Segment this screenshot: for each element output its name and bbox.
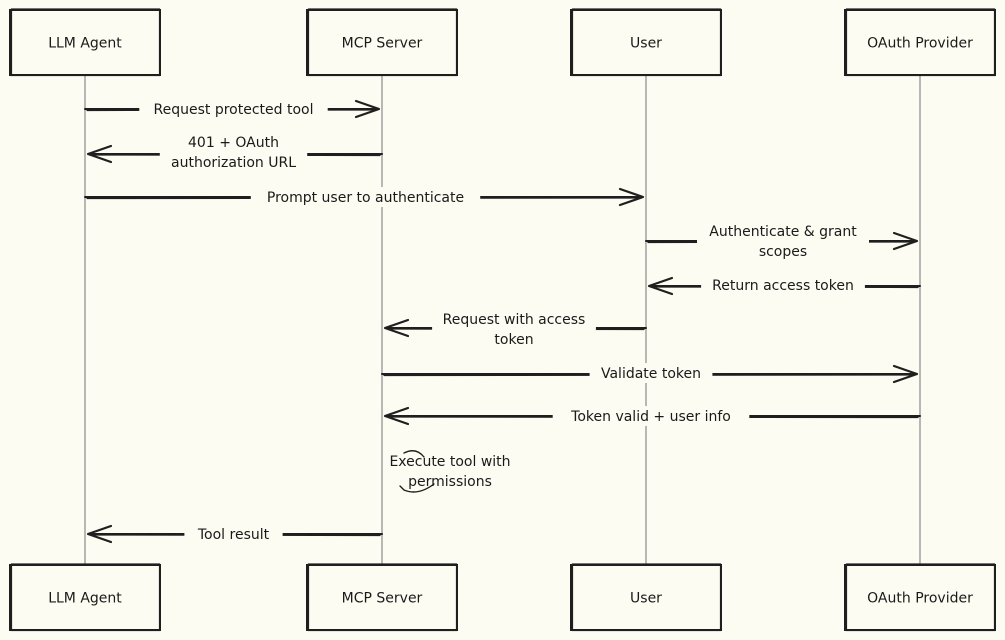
message-label: Validate token bbox=[601, 366, 701, 382]
message-label: Authenticate & grant bbox=[709, 224, 857, 240]
participant-label: MCP Server bbox=[342, 36, 423, 52]
message-6: Request with access token bbox=[383, 307, 647, 348]
label-background bbox=[432, 307, 596, 347]
arrow-head-icon bbox=[86, 524, 113, 544]
participant-label: User bbox=[630, 36, 662, 52]
participant-user-bottom: User bbox=[570, 563, 722, 632]
self-loop-bottom bbox=[399, 483, 435, 493]
message-label: scopes bbox=[759, 244, 807, 260]
participant-label: OAuth Provider bbox=[867, 36, 973, 52]
arrow-head-icon bbox=[618, 187, 645, 207]
message-label: Token valid + user info bbox=[570, 409, 731, 425]
participant-oauth-bottom: OAuth Provider bbox=[844, 563, 996, 632]
message-label: Request with access bbox=[443, 312, 586, 328]
message-10: Tool result bbox=[86, 524, 383, 544]
participant-oauth-top: OAuth Provider bbox=[844, 8, 996, 77]
message-9: Execute tool with permissions bbox=[389, 450, 511, 493]
message-7: Validate token bbox=[381, 363, 919, 384]
message-label: token bbox=[494, 332, 533, 348]
arrow-head-icon bbox=[647, 276, 674, 296]
message-label: Tool result bbox=[197, 527, 270, 543]
message-2: 401 + OAuth authorization URL bbox=[86, 130, 383, 171]
self-loop-top bbox=[403, 450, 425, 458]
label-background bbox=[184, 524, 283, 544]
label-background bbox=[697, 219, 869, 259]
message-label: Prompt user to authenticate bbox=[267, 190, 464, 206]
message-label: authorization URL bbox=[171, 155, 296, 171]
participant-mcp-bottom: MCP Server bbox=[306, 563, 458, 632]
message-label: 401 + OAuth bbox=[188, 135, 279, 151]
label-background bbox=[552, 406, 750, 426]
arrow-head-icon bbox=[86, 144, 113, 164]
message-label: Request protected tool bbox=[154, 102, 314, 118]
participant-label: LLM Agent bbox=[48, 591, 122, 607]
message-label: permissions bbox=[408, 474, 492, 490]
arrow-head-icon bbox=[354, 99, 381, 119]
message-8: Token valid + user info bbox=[383, 406, 921, 426]
participant-label: LLM Agent bbox=[48, 36, 122, 52]
label-background bbox=[701, 275, 865, 295]
arrow-head-icon bbox=[383, 318, 410, 338]
participant-agent-bottom: LLM Agent bbox=[9, 563, 161, 632]
participant-agent-top: LLM Agent bbox=[9, 8, 161, 77]
label-background bbox=[250, 187, 481, 207]
message-4: Authenticate & grant scopes bbox=[645, 219, 919, 260]
participant-label: MCP Server bbox=[342, 591, 423, 607]
arrow-head-icon bbox=[892, 364, 919, 384]
label-background bbox=[589, 363, 713, 383]
message-5: Return access token bbox=[647, 275, 921, 296]
label-background bbox=[139, 99, 328, 119]
participant-mcp-top: MCP Server bbox=[306, 8, 458, 77]
participant-label: User bbox=[630, 591, 662, 607]
arrow-head-icon bbox=[383, 406, 410, 426]
message-1: Request protected tool bbox=[84, 99, 381, 119]
participant-user-top: User bbox=[570, 8, 722, 77]
label-background bbox=[159, 130, 308, 170]
message-3: Prompt user to authenticate bbox=[84, 187, 645, 207]
message-label: Return access token bbox=[712, 278, 854, 294]
arrow-head-icon bbox=[892, 231, 919, 251]
message-label: Execute tool with bbox=[389, 454, 510, 470]
participant-label: OAuth Provider bbox=[867, 591, 973, 607]
